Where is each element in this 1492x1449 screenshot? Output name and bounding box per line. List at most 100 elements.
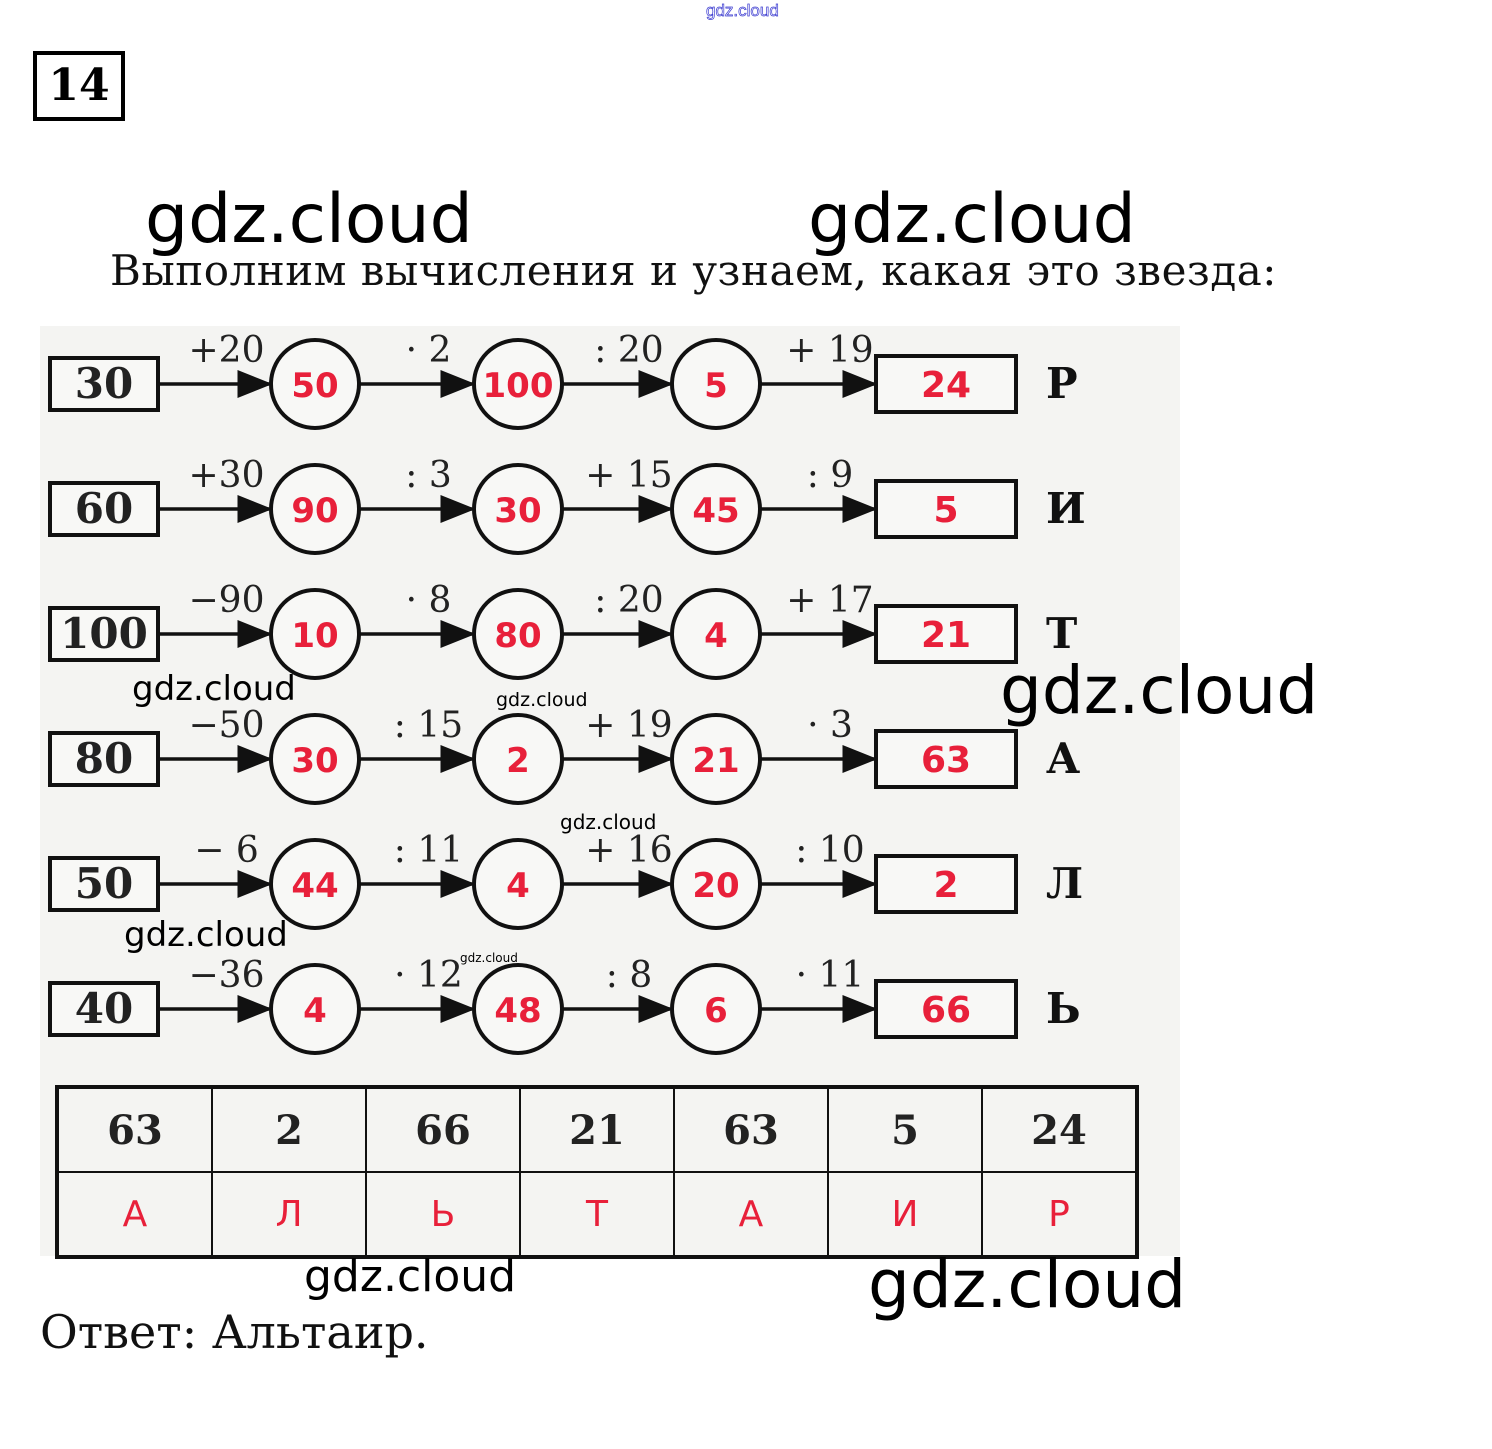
intermediate-value-circle: [472, 713, 564, 805]
decode-number-cell: 66: [365, 1086, 521, 1173]
intro-text: Выполним вычисления и узнаем, какая это …: [110, 246, 1277, 295]
operation-label: + 15: [585, 455, 672, 496]
watermark: gdz.cloud: [496, 689, 588, 711]
decode-number-cell: 63: [56, 1086, 213, 1173]
intermediate-value: 90: [291, 491, 338, 531]
operation-label: +20: [189, 330, 265, 371]
result-box: [874, 854, 1018, 914]
result-letter: И: [1046, 484, 1086, 533]
operation-label: : 20: [594, 580, 663, 621]
intermediate-value-circle: [670, 463, 762, 555]
decode-letter-cell: Ь: [365, 1171, 521, 1258]
intermediate-value: 5: [704, 366, 728, 406]
result-letter: А: [1046, 734, 1080, 783]
watermark: gdz.cloud: [560, 810, 657, 834]
result-value: 21: [921, 615, 971, 656]
intermediate-value: 30: [494, 491, 541, 531]
operation-label: −90: [189, 580, 265, 621]
operation-label: · 3: [807, 705, 853, 746]
operation-label: : 10: [795, 830, 864, 871]
decode-letter-cell: А: [56, 1171, 213, 1258]
intermediate-value: 4: [506, 866, 530, 906]
watermark: gdz.cloud: [124, 915, 288, 955]
intermediate-value-circle: [472, 963, 564, 1055]
operation-label: : 20: [594, 330, 663, 371]
decode-number-cell: 5: [827, 1086, 983, 1173]
intermediate-value-circle: [472, 838, 564, 930]
intermediate-value: 30: [291, 741, 338, 781]
operation-label: : 11: [394, 830, 463, 871]
start-number: 60: [75, 484, 133, 533]
watermark: gdz.cloud: [145, 180, 473, 259]
result-box: [874, 729, 1018, 789]
intermediate-value-circle: [472, 338, 564, 430]
result-box: [874, 604, 1018, 664]
watermark: gdz.cloud: [1000, 652, 1319, 729]
decode-number-cell: 21: [519, 1086, 675, 1173]
decode-number-cell: 24: [981, 1086, 1138, 1173]
decode-letter-cell: Т: [519, 1171, 675, 1258]
intermediate-value-circle: [269, 963, 361, 1055]
result-value: 24: [921, 365, 971, 406]
operation-label: · 12: [394, 955, 463, 996]
start-number: 80: [75, 734, 133, 783]
intermediate-value-circle: [472, 463, 564, 555]
operation-label: : 9: [807, 455, 853, 496]
operation-label: · 2: [406, 330, 452, 371]
intermediate-value: 4: [704, 616, 728, 656]
result-box: [874, 479, 1018, 539]
operation-label: −50: [189, 705, 265, 746]
intermediate-value-circle: [269, 338, 361, 430]
intermediate-value-circle: [670, 713, 762, 805]
operation-label: : 8: [606, 955, 652, 996]
operation-label: − 6: [194, 830, 259, 871]
intermediate-value: 50: [291, 366, 338, 406]
decode-letters-row: А Л Ь Т А И Р: [56, 1171, 1138, 1258]
operation-label: + 19: [585, 705, 672, 746]
operation-label: + 19: [786, 330, 873, 371]
start-number: 40: [75, 984, 133, 1033]
answer-text: Ответ: Альтаир.: [40, 1305, 429, 1359]
watermark-top: gdz.cloud: [706, 1, 779, 21]
result-letter: Л: [1046, 859, 1083, 908]
operation-label: · 8: [406, 580, 452, 621]
start-number-box: [48, 731, 160, 787]
result-letter: Ь: [1046, 984, 1081, 1033]
intermediate-value-circle: [670, 838, 762, 930]
operation-label: +30: [189, 455, 265, 496]
operation-label: + 17: [786, 580, 873, 621]
intermediate-value: 80: [494, 616, 541, 656]
intermediate-value: 6: [704, 991, 728, 1031]
result-value: 66: [921, 990, 971, 1031]
result-letter: Т: [1046, 609, 1077, 658]
decode-letter-cell: И: [827, 1171, 983, 1258]
decode-number-cell: 2: [211, 1086, 367, 1173]
intermediate-value: 21: [692, 741, 739, 781]
task-number-badge: 14: [33, 51, 125, 121]
intermediate-value: 10: [291, 616, 338, 656]
start-number-box: [48, 606, 160, 662]
start-number: 100: [60, 609, 148, 658]
result-value: 63: [921, 740, 971, 781]
intermediate-value: 20: [692, 866, 739, 906]
decode-table: 63 2 66 21 63 5 24 А Л Ь Т А И Р: [55, 1085, 1139, 1259]
intermediate-value-circle: [472, 588, 564, 680]
decode-letter-cell: Р: [981, 1171, 1138, 1258]
operation-label: + 16: [585, 830, 672, 871]
intermediate-value-circle: [269, 463, 361, 555]
watermark: gdz.cloud: [808, 180, 1136, 259]
watermark: gdz.cloud: [132, 669, 296, 709]
start-number: 30: [75, 359, 133, 408]
intermediate-value: 4: [303, 991, 327, 1031]
operation-label: · 11: [796, 955, 865, 996]
start-number-box: [48, 356, 160, 412]
watermark: gdz.cloud: [868, 1246, 1187, 1323]
start-number: 50: [75, 859, 133, 908]
result-value: 5: [933, 490, 958, 531]
intermediate-value: 48: [494, 991, 541, 1031]
intermediate-value-circle: [670, 963, 762, 1055]
decode-number-cell: 63: [673, 1086, 829, 1173]
intermediate-value: 44: [291, 866, 338, 906]
